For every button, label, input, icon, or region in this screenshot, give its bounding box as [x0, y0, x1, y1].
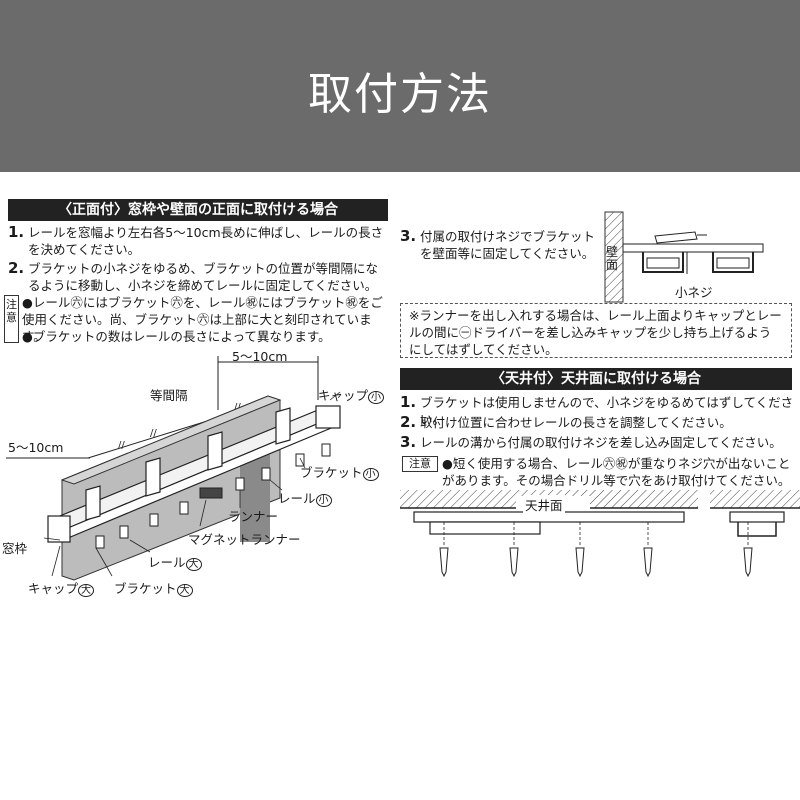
wall-label: 壁面 [606, 245, 619, 272]
cap-small-label: キャップ小 [318, 385, 385, 404]
rail-small-label: レール小 [278, 488, 332, 507]
front-step-1: 1. レールを窓幅より左右各5～10cm長めに伸ばし、レールの長さを決めてくださ… [8, 224, 390, 258]
cap-large-label: キャップ大 [28, 578, 95, 597]
runner-removal-note: ※ランナーを出し入れする場合は、レール上面よりキャップとレールの間に㊀ドライバー… [400, 303, 792, 358]
bracket-large-label: ブラケット大 [114, 578, 193, 597]
bracket-small-label: ブラケット小 [300, 462, 379, 481]
window-frame-label: 窓枠 [2, 541, 28, 556]
step-number: 2. [400, 413, 417, 431]
ceiling-label: 天井面 [523, 495, 565, 514]
ceiling-note: ●短く使用する場合、レール㊅㊗が重なりネジ穴が出ないことがあります。その場合ドリ… [442, 456, 791, 488]
step-number: 1. [400, 393, 417, 411]
dim-top-label: 5～10cm [232, 349, 288, 364]
step-text: ブラケットは使用しませんので、小ネジをゆるめてはずしてください。 [420, 395, 794, 427]
ceiling-note-tag: 注意 [402, 456, 438, 472]
step-text: ブラケットの小ネジをゆるめ、ブラケットの位置が等間隔になるように移動し、小ネジを… [28, 261, 379, 293]
ceiling-mount-header: 〈天井付〉天井面に取付ける場合 [400, 368, 792, 390]
front-step-2: 2. ブラケットの小ネジをゆるめ、ブラケットの位置が等間隔になるように移動し、小… [8, 260, 390, 294]
small-screw-label: 小ネジ [675, 285, 713, 300]
ceiling-diagram [400, 490, 800, 578]
svg-text://: // [150, 428, 157, 439]
step-number: 3. [400, 227, 417, 245]
front-note-tag: 注意 [4, 295, 19, 343]
step-number: 2. [8, 259, 25, 277]
step-text: レールの溝から付属の取付けネジを差し込み固定してください。 [420, 435, 782, 450]
step-text: 付属の取付けネジでブラケットを壁面等に固定してください。 [420, 229, 596, 261]
ceiling-step-2: 2. 取付け位置に合わせレールの長さを調整してください。 [400, 414, 796, 431]
svg-text://: // [118, 440, 125, 451]
front-note-2: ●ブラケットの数はレールの長さによって異なります。 [22, 329, 331, 344]
rail-large-label: レール大 [148, 552, 202, 571]
runner-label: ランナー [228, 509, 279, 524]
front-mount-header: 〈正面付〉窓枠や壁面の正面に取付ける場合 [8, 199, 388, 221]
svg-text://: // [234, 402, 241, 413]
step-text: 取付け位置に合わせレールの長さを調整してください。 [420, 415, 732, 430]
page-title: 取付方法 [308, 69, 492, 120]
step-number: 1. [8, 223, 25, 241]
step-text: レールを窓幅より左右各5～10cm長めに伸ばし、レールの長さを決めてください。 [28, 225, 384, 257]
dim-left-label: 5～10cm [8, 440, 64, 455]
step-number: 3. [400, 433, 417, 451]
front-mount-diagram: // // // [6, 356, 341, 581]
ceiling-step-3: 3. レールの溝から付属の取付けネジを差し込み固定してください。 [400, 434, 796, 451]
magnet-runner-label: マグネットランナー [188, 532, 301, 547]
title-banner: 取付方法 [0, 0, 800, 172]
equal-spacing-label: 等間隔 [150, 388, 188, 403]
front-note-1: ●レール㊅にはブラケット㊅を、レール㊗にはブラケット㊗をご使用ください。尚、ブラ… [22, 295, 383, 344]
wall-step-3: 3. 付属の取付けネジでブラケットを壁面等に固定してください。 [400, 228, 600, 262]
wall-bracket-diagram [604, 211, 764, 303]
ceiling-step-1: 1. ブラケットは使用しませんので、小ネジをゆるめてはずしてください。 [400, 394, 796, 428]
